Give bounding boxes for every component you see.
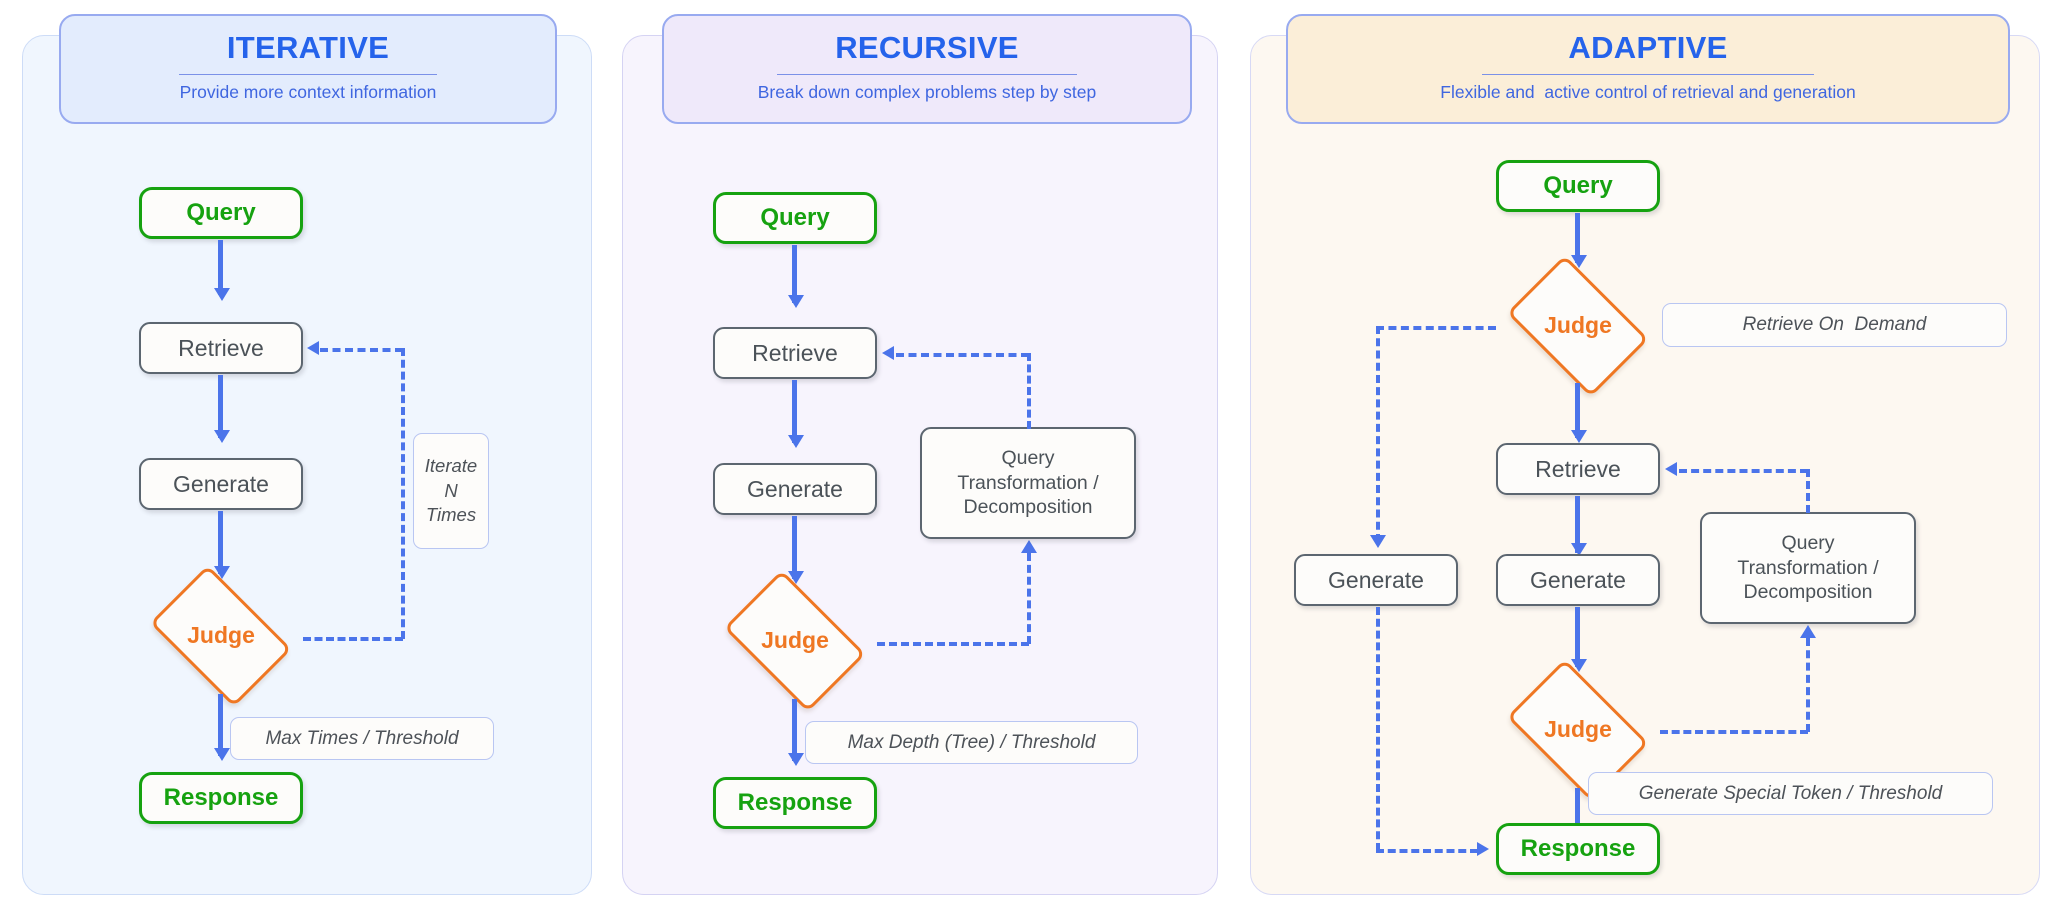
edge-judge-to-transform-vertical xyxy=(1027,553,1031,644)
annotation-line: Times xyxy=(425,504,477,526)
node-adaptive-response[interactable]: Response xyxy=(1496,823,1660,875)
panel-adaptive-title: ADAPTIVE xyxy=(1568,30,1728,65)
annotation-max-times-threshold: Max Times / Threshold xyxy=(230,717,494,760)
title-rule xyxy=(1482,73,1814,75)
edge-transform-loop-horizontal xyxy=(1679,469,1808,473)
edge-transform-loop-vertical xyxy=(1027,353,1031,429)
node-adaptive-query-transformation[interactable]: Query Transformation / Decomposition xyxy=(1700,512,1916,624)
arrowhead-down xyxy=(1570,430,1587,443)
panel-iterative-header: ITERATIVE Provide more context informati… xyxy=(59,14,557,124)
node-iterative-response[interactable]: Response xyxy=(139,772,303,824)
node-label: Judge xyxy=(1544,312,1612,338)
edge-generate-judge xyxy=(218,511,223,574)
node-recursive-response[interactable]: Response xyxy=(713,777,877,829)
node-iterative-generate[interactable]: Generate xyxy=(139,458,303,510)
edge-generate-left-to-response-horizontal xyxy=(1376,849,1478,853)
node-recursive-judge[interactable]: Judge xyxy=(711,569,879,712)
annotation-generate-special-token-threshold: Generate Special Token / Threshold xyxy=(1588,772,1993,815)
node-iterative-retrieve[interactable]: Retrieve xyxy=(139,322,303,374)
arrowhead-right xyxy=(1477,841,1489,856)
edge-retrieve-generate xyxy=(792,380,797,443)
edge-retrieve-generate xyxy=(1575,496,1580,553)
edge-generate-judge xyxy=(792,516,797,579)
title-rule xyxy=(777,73,1077,75)
edge-judge-response xyxy=(218,694,223,756)
edge-transform-loop-vertical xyxy=(1806,469,1810,513)
annotation-line: N xyxy=(444,479,458,501)
node-adaptive-retrieve[interactable]: Retrieve xyxy=(1496,443,1660,495)
node-recursive-retrieve[interactable]: Retrieve xyxy=(713,327,877,379)
node-iterative-judge[interactable]: Judge xyxy=(137,564,305,707)
edge-transform-loop-horizontal xyxy=(896,353,1029,357)
arrowhead-down xyxy=(787,435,804,448)
annotation-max-depth-threshold: Max Depth (Tree) / Threshold xyxy=(805,721,1138,764)
node-label: Judge xyxy=(761,627,829,653)
panel-iterative-subtitle: Provide more context information xyxy=(179,81,437,102)
arrowhead-down xyxy=(213,748,230,761)
node-iterative-query[interactable]: Query xyxy=(139,187,303,239)
node-recursive-query-transformation[interactable]: Query Transformation / Decomposition xyxy=(920,427,1136,539)
edge-judge-bypass-horizontal xyxy=(1376,326,1496,330)
edge-judge-retrieve xyxy=(1575,383,1580,438)
arrowhead-left xyxy=(1665,461,1677,476)
node-label: Judge xyxy=(187,622,255,648)
arrowhead-down xyxy=(213,288,230,301)
edge-judge-to-transform-vertical xyxy=(1806,638,1810,732)
panel-recursive-title: RECURSIVE xyxy=(835,30,1019,65)
edge-query-retrieve xyxy=(792,245,797,303)
arrowhead-left xyxy=(882,345,894,360)
edge-judge-to-transform-horizontal xyxy=(877,642,1029,646)
panel-adaptive-subtitle: Flexible and active control of retrieval… xyxy=(1440,81,1856,102)
edge-loop-to-retrieve xyxy=(320,348,403,352)
node-adaptive-generate-mid[interactable]: Generate xyxy=(1496,554,1660,606)
panel-iterative-title: ITERATIVE xyxy=(226,30,390,65)
arrowhead-down xyxy=(213,430,230,443)
edge-judge-loop-vertical xyxy=(401,348,405,639)
panel-adaptive-header: ADAPTIVE Flexible and active control of … xyxy=(1286,14,2010,124)
node-recursive-query[interactable]: Query xyxy=(713,192,877,244)
panel-recursive-header: RECURSIVE Break down complex problems st… xyxy=(662,14,1192,124)
arrowhead-up xyxy=(1020,540,1037,553)
edge-generate-left-to-response-vertical xyxy=(1376,607,1380,851)
edge-query-retrieve xyxy=(218,240,223,295)
node-adaptive-query[interactable]: Query xyxy=(1496,160,1660,212)
edge-judge-to-transform-horizontal xyxy=(1660,730,1808,734)
node-adaptive-generate-left[interactable]: Generate xyxy=(1294,554,1458,606)
node-adaptive-judge-top[interactable]: Judge xyxy=(1494,254,1662,397)
arrowhead-down xyxy=(1570,543,1587,556)
arrowhead-up xyxy=(1799,625,1816,638)
annotation-line: Iterate xyxy=(424,455,478,477)
annotation-iterate-n-times: Iterate N Times xyxy=(413,433,489,549)
edge-query-judge xyxy=(1575,213,1580,263)
arrowhead-down xyxy=(787,295,804,308)
annotation-retrieve-on-demand: Retrieve On Demand xyxy=(1662,303,2007,347)
panel-recursive-subtitle: Break down complex problems step by step xyxy=(757,81,1097,102)
arrowhead-down xyxy=(787,753,804,766)
edge-judge-response xyxy=(1575,788,1580,836)
panel-iterative xyxy=(22,35,592,895)
edge-judge-loop-horizontal xyxy=(303,637,403,641)
arrowhead-left xyxy=(307,340,319,355)
edge-judge-bypass-vertical xyxy=(1376,326,1380,542)
node-label: Judge xyxy=(1544,716,1612,742)
node-recursive-generate[interactable]: Generate xyxy=(713,463,877,515)
edge-generate-judge xyxy=(1575,607,1580,667)
edge-retrieve-generate xyxy=(218,375,223,438)
arrowhead-down xyxy=(1369,535,1386,548)
edge-judge-response xyxy=(792,699,797,761)
title-rule xyxy=(179,73,437,75)
node-adaptive-judge-bottom[interactable]: Judge xyxy=(1494,658,1662,801)
